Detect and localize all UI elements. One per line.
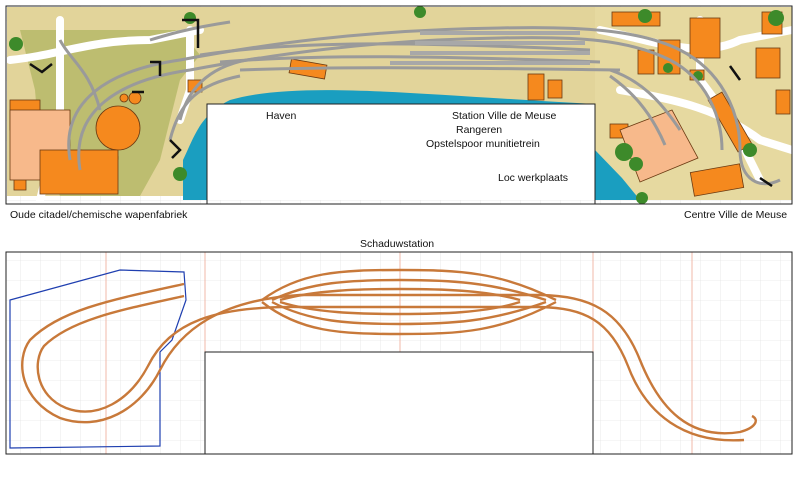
bottom-layout xyxy=(5,251,793,456)
label-opstelspoor: Opstelspoor munitietrein xyxy=(426,138,540,150)
label-station: Station Ville de Meuse xyxy=(452,110,557,122)
inner-cutout xyxy=(207,104,595,200)
tracks xyxy=(58,20,781,186)
bottom-cutout xyxy=(205,352,593,456)
light-buildings xyxy=(9,109,699,195)
top-layout xyxy=(5,5,796,205)
harbour-water-right xyxy=(595,150,640,200)
bottom-cutout-outline xyxy=(204,351,594,455)
citadel-boundary xyxy=(9,269,187,449)
platform-tracks xyxy=(390,31,590,65)
trees xyxy=(9,6,784,204)
hidden-tracks xyxy=(21,282,757,442)
staging-yard xyxy=(261,268,557,336)
section-markers xyxy=(29,18,773,188)
top-cutout-outline xyxy=(206,103,596,205)
label-haven: Haven xyxy=(266,110,297,122)
label-rangeren: Rangeren xyxy=(456,124,503,136)
label-schaduwstation: Schaduwstation xyxy=(360,238,435,250)
label-oude-citadel: Oude citadel/chemische wapenfabriek xyxy=(10,209,188,221)
label-centre-ville: Centre Ville de Meuse xyxy=(684,209,788,221)
label-loc-werkplaats: Loc werkplaats xyxy=(498,172,569,184)
